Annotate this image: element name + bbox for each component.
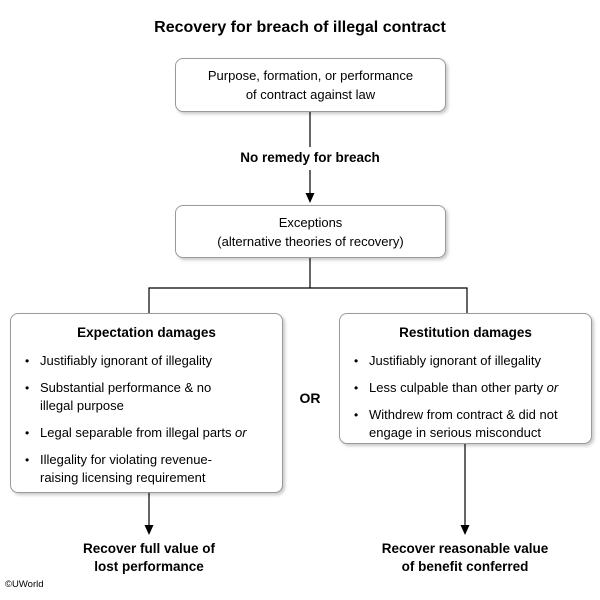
bullet-italic-suffix: or bbox=[546, 380, 559, 395]
bullet-icon: • bbox=[25, 426, 30, 440]
node-exceptions: Exceptions (alternative theories of reco… bbox=[175, 205, 446, 258]
list-item: • Substantial performance & no illegal p… bbox=[22, 379, 271, 415]
outcome-left-line1: Recover full value of bbox=[82, 541, 216, 556]
bullet-text: Justifiably ignorant of illegality bbox=[369, 353, 541, 368]
list-item: • Withdrew from contract & did not engag… bbox=[351, 406, 580, 442]
node-illegal-contract-line2: of contract against law bbox=[245, 87, 376, 102]
bullet-icon: • bbox=[354, 381, 359, 395]
restitution-damages-heading: Restitution damages bbox=[399, 325, 532, 340]
outcome-right: Recover reasonable value of benefit conf… bbox=[345, 540, 585, 576]
node-exceptions-line2: (alternative theories of recovery) bbox=[217, 233, 404, 249]
list-item: • Illegality for violating revenue- rais… bbox=[22, 451, 271, 487]
copyright-label: ©UWorld bbox=[5, 579, 44, 590]
bullet-text: Withdrew from contract & did not engage … bbox=[369, 407, 558, 440]
bullet-text: Legal separable from illegal parts bbox=[40, 425, 232, 440]
bullet-icon: • bbox=[354, 354, 359, 368]
bullet-text: Less culpable than other party bbox=[369, 380, 544, 395]
bullet-icon: • bbox=[354, 408, 359, 422]
no-remedy-label: No remedy for breach bbox=[240, 150, 380, 165]
bullet-text: Justifiably ignorant of illegality bbox=[40, 353, 212, 368]
bullet-icon: • bbox=[25, 381, 30, 395]
bullet-icon: • bbox=[25, 453, 30, 467]
bullet-italic-suffix: or bbox=[235, 425, 247, 440]
node-restitution-damages: Restitution damages • Justifiably ignora… bbox=[339, 313, 592, 444]
node-illegal-contract: Purpose, formation, or performance of co… bbox=[175, 58, 446, 112]
page-title: Recovery for breach of illegal contract bbox=[154, 19, 446, 36]
bullet-text: Substantial performance & no illegal pur… bbox=[40, 380, 212, 413]
branch-split-line bbox=[148, 287, 468, 313]
outcome-right-line2: of benefit conferred bbox=[401, 559, 529, 574]
expectation-damages-heading: Expectation damages bbox=[77, 325, 216, 340]
outcome-right-line1: Recover reasonable value bbox=[381, 541, 549, 556]
bullet-icon: • bbox=[25, 354, 30, 368]
outcome-left: Recover full value of lost performance bbox=[29, 540, 269, 576]
node-expectation-damages: Expectation damages • Justifiably ignora… bbox=[10, 313, 283, 493]
arrowhead-box2 bbox=[305, 193, 315, 203]
bullet-text: Illegality for violating revenue- raisin… bbox=[40, 452, 212, 485]
list-item: • Justifiably ignorant of illegality bbox=[351, 352, 580, 370]
or-label: OR bbox=[299, 390, 321, 406]
arrowhead-left-outcome bbox=[144, 525, 154, 535]
outcome-left-line2: lost performance bbox=[94, 559, 204, 574]
arrowhead-right-outcome bbox=[460, 525, 470, 535]
node-illegal-contract-line1: Purpose, formation, or performance bbox=[207, 68, 414, 83]
node-exceptions-line1: Exceptions bbox=[278, 214, 343, 230]
list-item: • Justifiably ignorant of illegality bbox=[22, 352, 271, 370]
